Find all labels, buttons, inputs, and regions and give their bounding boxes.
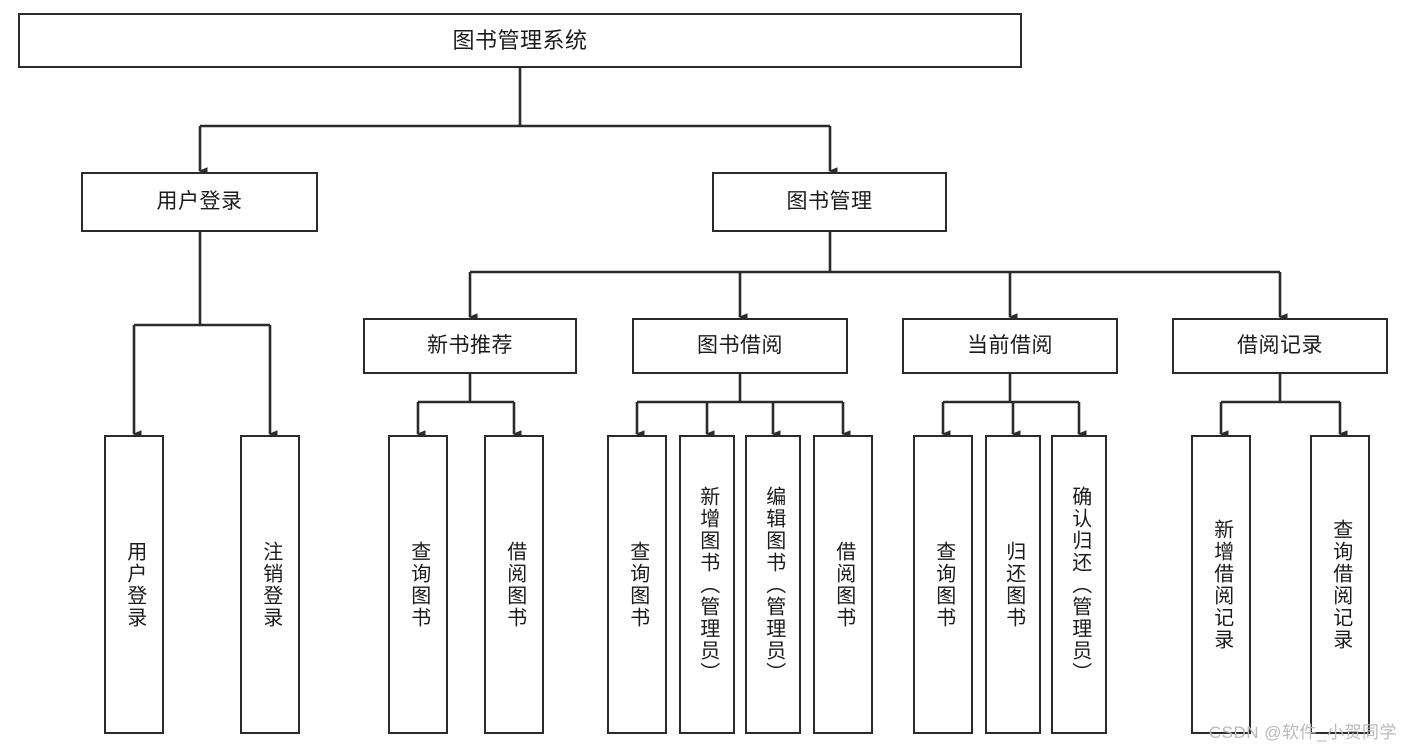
node-l-addrec[interactable]: 新增借阅记录: [1191, 435, 1251, 734]
node-label: 图书管理: [786, 189, 873, 213]
node-label: 当前借阅: [967, 333, 1053, 357]
node-l-query3[interactable]: 查询图书: [913, 435, 973, 734]
node-l-borrow1[interactable]: 借阅图书: [484, 435, 544, 734]
node-newbook[interactable]: 新书推荐: [363, 318, 577, 374]
node-l-query2[interactable]: 查询图书: [607, 435, 667, 734]
node-label: 查询借阅记录: [1329, 518, 1352, 651]
node-l-borrow2[interactable]: 借阅图书: [813, 435, 873, 734]
node-l-confirm[interactable]: 确认归还（管理员）: [1051, 435, 1107, 734]
node-label: 注销登录: [259, 540, 282, 629]
node-borrow[interactable]: 图书借阅: [632, 318, 848, 374]
node-label: 新增图书（管理员）: [696, 485, 719, 684]
node-label: 编辑图书（管理员）: [762, 485, 785, 684]
node-label: 用户登录: [123, 540, 146, 629]
node-l-login[interactable]: 用户登录: [104, 435, 164, 734]
node-label: 借阅记录: [1237, 333, 1323, 357]
node-label: 借阅图书: [503, 540, 526, 629]
node-label: 查询图书: [407, 540, 430, 629]
node-label: 确认归还（管理员）: [1068, 485, 1091, 684]
node-label: 归还图书: [1002, 540, 1025, 629]
node-root[interactable]: 图书管理系统: [18, 13, 1022, 68]
node-l-edit[interactable]: 编辑图书（管理员）: [745, 435, 801, 734]
node-label: 借阅图书: [832, 540, 855, 629]
node-label: 查询图书: [626, 540, 649, 629]
node-label: 图书借阅: [697, 333, 783, 357]
watermark: CSDN @软件_小贺同学: [1208, 723, 1397, 742]
node-l-queryrec[interactable]: 查询借阅记录: [1310, 435, 1370, 734]
node-label: 新增借阅记录: [1210, 518, 1233, 651]
node-label: 用户登录: [156, 189, 243, 213]
node-bookmgmt[interactable]: 图书管理: [712, 172, 947, 232]
node-label: 图书管理系统: [452, 27, 588, 53]
node-l-return[interactable]: 归还图书: [985, 435, 1041, 734]
node-current[interactable]: 当前借阅: [902, 318, 1118, 374]
node-records[interactable]: 借阅记录: [1172, 318, 1388, 374]
node-label: 新书推荐: [427, 333, 513, 357]
node-l-add[interactable]: 新增图书（管理员）: [679, 435, 735, 734]
node-login[interactable]: 用户登录: [81, 172, 318, 232]
node-label: 查询图书: [932, 540, 955, 629]
node-l-query1[interactable]: 查询图书: [388, 435, 448, 734]
node-l-logout[interactable]: 注销登录: [240, 435, 300, 734]
